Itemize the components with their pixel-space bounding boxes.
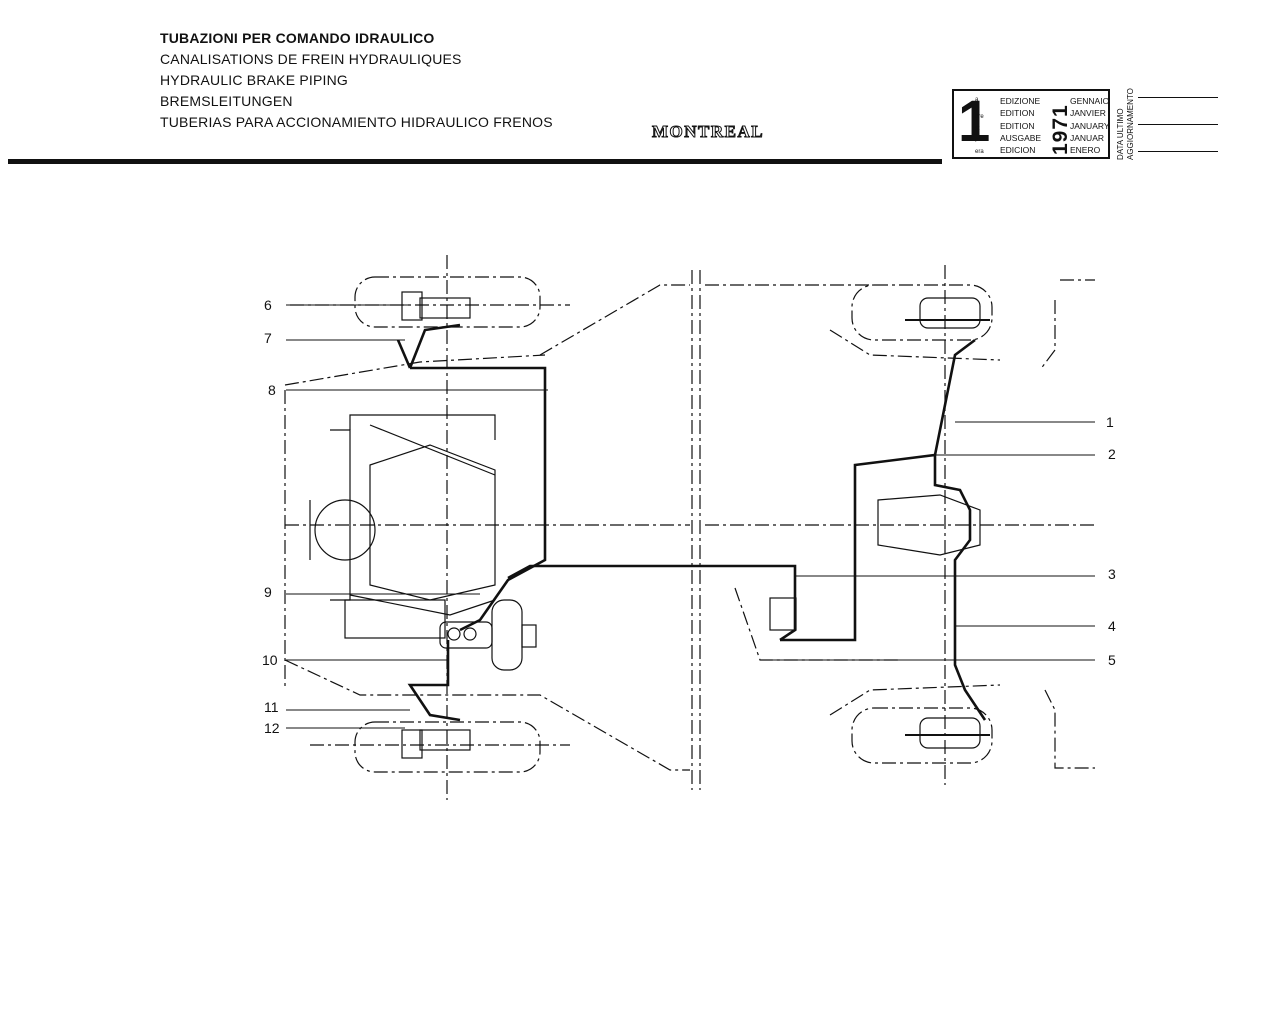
edition-label: AUSGABE xyxy=(1000,132,1042,143)
body-line xyxy=(829,329,1001,361)
pipe-front-left-hose xyxy=(408,323,461,369)
callout-label: 7 xyxy=(264,330,272,346)
body-line xyxy=(284,659,690,771)
callout-label: 4 xyxy=(1108,618,1116,634)
disc-front-left xyxy=(419,297,471,319)
callout-label: 11 xyxy=(264,699,279,715)
brake-servo xyxy=(491,599,523,671)
edition-month: GENNAIO xyxy=(1070,96,1110,106)
body-line xyxy=(734,587,900,661)
pipe-front-left xyxy=(410,366,547,632)
edition-suffix: a xyxy=(975,97,979,103)
callout-label: 10 xyxy=(262,652,278,668)
leader-lines xyxy=(286,304,1095,729)
update-entry-line xyxy=(1138,97,1218,98)
engine-sump xyxy=(344,599,446,639)
edition-label: EDITION xyxy=(1000,120,1035,131)
pipe-rear-axle xyxy=(780,453,987,721)
body-line xyxy=(829,684,1001,716)
edition-months: GENNAIO JANVIER JANUARY JANUAR ENERO xyxy=(1070,95,1110,156)
pipe-to-rear xyxy=(507,564,797,642)
title-spanish: TUBERIAS PARA ACCIONAMIENTO HIDRAULICO F… xyxy=(160,114,553,130)
brake-pipes xyxy=(396,323,987,722)
edition-month: ENERO xyxy=(1070,145,1101,156)
callout-label: 3 xyxy=(1108,566,1116,582)
engine-side xyxy=(330,429,351,601)
master-cylinder-port xyxy=(447,627,461,641)
disc-front-right xyxy=(419,729,471,751)
engine-and-components xyxy=(309,291,990,759)
engine-pulley xyxy=(314,499,376,561)
edition-suffix: ere xyxy=(975,114,984,120)
master-cylinder xyxy=(439,621,493,649)
update-entry-line xyxy=(1138,151,1218,152)
caliper-front-right xyxy=(401,729,423,759)
edition-label: EDIZIONE xyxy=(1000,96,1041,106)
title-german: BREMSLEITUNGEN xyxy=(160,93,293,109)
callout-label: 9 xyxy=(264,584,272,600)
pipe-front-right xyxy=(407,640,461,722)
edition-suffix: era xyxy=(975,149,984,155)
wheel-rear-left-outline xyxy=(851,284,993,341)
edition-label: EDITION xyxy=(1000,108,1035,119)
caliper-front-left xyxy=(401,291,423,321)
engine-line xyxy=(369,424,496,476)
callout-label: 6 xyxy=(264,297,272,313)
wheel-front-left-outline xyxy=(354,276,541,328)
edition-month: JANUAR xyxy=(1070,132,1105,143)
rear-drum-right xyxy=(919,717,981,749)
pipe-rear-left xyxy=(933,338,976,456)
master-cylinder-port xyxy=(463,627,477,641)
wheel-rear-right-outline xyxy=(851,707,993,764)
model-logo: MONTREAL xyxy=(651,122,765,142)
callout-label: 5 xyxy=(1108,652,1116,668)
edition-suffix: st xyxy=(975,126,980,132)
body-line xyxy=(539,284,690,356)
engine-cover xyxy=(349,414,496,440)
header-rule xyxy=(8,159,942,164)
rear-drum-left xyxy=(919,297,981,329)
wheel-front-right-outline xyxy=(354,721,541,773)
body-line xyxy=(284,354,546,386)
edition-month: JANVIER xyxy=(1070,108,1106,119)
title-block: TUBAZIONI PER COMANDO IDRAULICO CANALISA… xyxy=(160,28,553,133)
edition-label: EDICION xyxy=(1000,145,1036,156)
edition-labels: EDIZIONE EDITION EDITION AUSGABE EDICION xyxy=(1000,95,1041,156)
differential xyxy=(877,494,981,556)
callout-label: 12 xyxy=(264,720,280,736)
callout-label: 2 xyxy=(1108,446,1116,462)
callout-numbers: 6 7 8 9 10 11 12 1 2 3 4 5 xyxy=(262,297,1116,736)
engine-line xyxy=(349,594,496,616)
update-entry-line xyxy=(1138,124,1218,125)
pipe-front-left-end xyxy=(396,339,412,369)
body-line xyxy=(1039,300,1056,371)
edition-number: 1 xyxy=(958,89,991,154)
edition-month: JANUARY xyxy=(1070,120,1110,131)
pressure-regulator xyxy=(769,597,797,631)
callout-label: 8 xyxy=(268,382,276,398)
servo-rod xyxy=(521,624,537,648)
engine-block xyxy=(369,444,496,601)
body-line xyxy=(1044,689,1095,769)
title-french: CANALISATIONS DE FREIN HYDRAULIQUES xyxy=(160,51,462,67)
callout-label: 1 xyxy=(1106,414,1114,430)
title-italian: TUBAZIONI PER COMANDO IDRAULICO xyxy=(160,30,435,46)
edition-box: 1 a ere st . era EDIZIONE EDITION EDITIO… xyxy=(952,89,1110,159)
edition-suffix: . xyxy=(975,138,977,144)
title-english: HYDRAULIC BRAKE PIPING xyxy=(160,72,348,88)
